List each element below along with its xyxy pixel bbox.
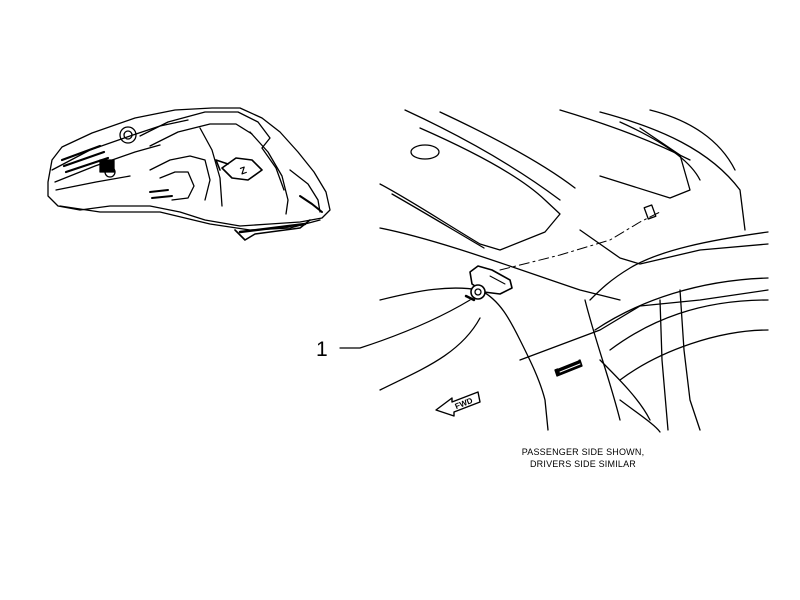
roof-headliner	[379, 109, 769, 433]
courtesy-lamp-part	[464, 265, 513, 302]
forward-arrow-icon	[435, 391, 481, 417]
callout-leader-line	[339, 299, 471, 349]
vehicle-view-label: Z	[239, 165, 249, 177]
callout-1: 1	[316, 338, 328, 361]
view-note-line-1: PASSENGER SIDE SHOWN,	[521, 447, 645, 457]
dome-light-icon	[410, 144, 440, 160]
view-note: PASSENGER SIDE SHOWN, DRIVERS SIDE SIMIL…	[508, 446, 658, 470]
view-note-line-2: DRIVERS SIDE SIMILAR	[529, 459, 637, 469]
vehicle-locator-view	[47, 107, 331, 241]
